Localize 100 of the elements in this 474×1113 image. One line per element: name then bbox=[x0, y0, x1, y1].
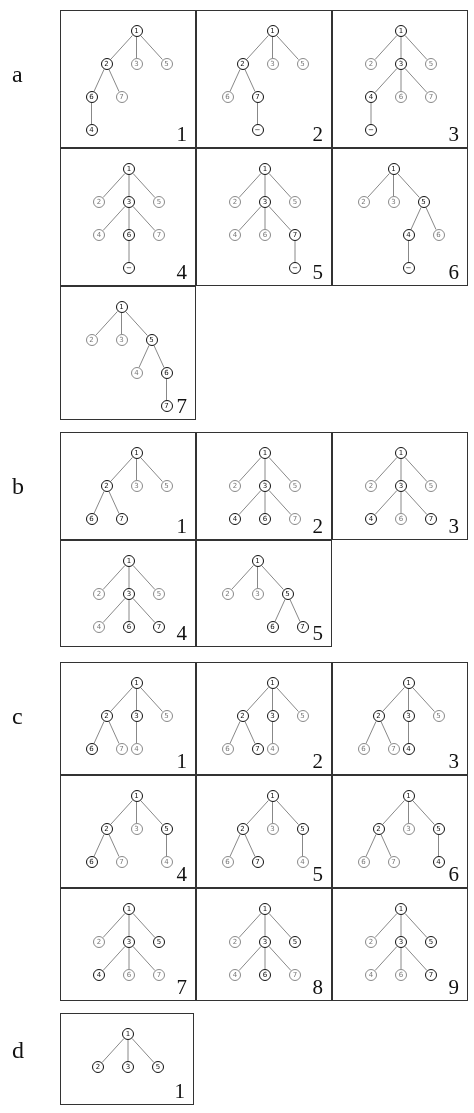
tree-edge bbox=[404, 68, 428, 93]
tree-edge bbox=[404, 913, 428, 938]
tree-edge bbox=[102, 206, 126, 231]
panel-number: 3 bbox=[448, 124, 459, 145]
tree-edge bbox=[365, 834, 377, 857]
tree-edge bbox=[132, 946, 156, 971]
tree-edge bbox=[102, 598, 126, 623]
tree-edge bbox=[136, 458, 137, 481]
tree-edge bbox=[404, 946, 428, 971]
tree-edge bbox=[110, 457, 133, 482]
tree-edge bbox=[140, 457, 163, 482]
tree-edge bbox=[397, 173, 420, 198]
tree-edge bbox=[101, 1038, 125, 1063]
tree-edge bbox=[238, 206, 262, 231]
tree-edge bbox=[128, 174, 130, 197]
tree-edge bbox=[93, 491, 105, 514]
panel-number: 2 bbox=[312, 516, 323, 537]
tree-edge bbox=[121, 312, 122, 335]
tree-edge bbox=[128, 914, 130, 937]
panel-number: 4 bbox=[176, 864, 187, 885]
tree-edge bbox=[238, 173, 262, 198]
tree-edge bbox=[166, 378, 167, 401]
tree-edge bbox=[268, 913, 292, 938]
tree-edge bbox=[110, 35, 133, 60]
tree-edge bbox=[93, 69, 105, 92]
panel-number: 7 bbox=[176, 977, 187, 998]
tree-edge bbox=[229, 721, 241, 744]
tree-edge bbox=[102, 173, 126, 198]
tree-edge bbox=[264, 914, 266, 937]
tree-edge bbox=[257, 102, 258, 125]
panel-number: 1 bbox=[174, 1081, 185, 1102]
tree-edge bbox=[108, 69, 120, 92]
tree-edge bbox=[231, 565, 254, 590]
tree-edge bbox=[374, 457, 398, 482]
tree-edge bbox=[264, 491, 266, 514]
tree-edge bbox=[128, 207, 130, 230]
tree-edge bbox=[404, 457, 428, 482]
section-label: d bbox=[12, 1038, 24, 1062]
tree-edge bbox=[91, 102, 92, 125]
tree-edge bbox=[268, 206, 292, 231]
tree-edge bbox=[108, 491, 120, 514]
tree-edge bbox=[380, 721, 392, 744]
tree-edge bbox=[268, 173, 292, 198]
tree-edge bbox=[382, 800, 405, 825]
tree-edge bbox=[276, 35, 299, 60]
tree-edge bbox=[410, 207, 422, 230]
tree-edge bbox=[110, 800, 133, 825]
panel-number: 1 bbox=[176, 516, 187, 537]
tree-edge bbox=[229, 834, 241, 857]
panel-number: 6 bbox=[448, 864, 459, 885]
tree-edge bbox=[264, 947, 266, 970]
section-label: c bbox=[12, 704, 23, 728]
panel-number: 9 bbox=[448, 977, 459, 998]
panel-number: 1 bbox=[176, 124, 187, 145]
tree-edge bbox=[370, 102, 372, 125]
tree-edge bbox=[244, 834, 256, 857]
tree-edge bbox=[374, 68, 398, 93]
tree-edge bbox=[272, 801, 273, 824]
tree-edge bbox=[102, 913, 126, 938]
tree-panel bbox=[60, 775, 196, 888]
panel-number: 4 bbox=[176, 623, 187, 644]
tree-panel bbox=[196, 10, 332, 148]
tree-edge bbox=[404, 35, 428, 60]
tree-panel bbox=[60, 540, 196, 647]
panel-number: 2 bbox=[312, 751, 323, 772]
tree-edge bbox=[110, 687, 133, 712]
tree-edge bbox=[125, 311, 148, 336]
tree-edge bbox=[238, 457, 262, 482]
tree-edge bbox=[294, 240, 296, 263]
tree-edge bbox=[166, 834, 167, 857]
tree-edge bbox=[302, 834, 303, 857]
tree-edge bbox=[128, 566, 130, 589]
panel-number: 5 bbox=[312, 262, 323, 283]
tree-edge bbox=[102, 946, 126, 971]
tree-edge bbox=[367, 173, 390, 198]
tree-edge bbox=[246, 687, 269, 712]
tree-edge bbox=[374, 35, 398, 60]
tree-edge bbox=[108, 721, 120, 744]
tree-edge bbox=[132, 913, 156, 938]
tree-panel bbox=[60, 432, 196, 540]
tree-edge bbox=[268, 457, 292, 482]
tree-edge bbox=[400, 491, 402, 514]
panel-number: 4 bbox=[176, 262, 187, 283]
tree-edge bbox=[131, 1038, 155, 1063]
tree-edge bbox=[264, 174, 266, 197]
tree-edge bbox=[276, 687, 299, 712]
tree-edge bbox=[289, 599, 301, 622]
tree-panel bbox=[60, 662, 196, 775]
tree-edge bbox=[272, 688, 273, 711]
tree-edge bbox=[272, 721, 273, 744]
tree-edge bbox=[244, 721, 256, 744]
tree-panel bbox=[196, 662, 332, 775]
tree-edge bbox=[102, 565, 126, 590]
tree-edge bbox=[400, 947, 402, 970]
tree-edge bbox=[365, 721, 377, 744]
tree-edge bbox=[132, 565, 156, 590]
panel-number: 5 bbox=[312, 623, 323, 644]
tree-panel bbox=[196, 775, 332, 888]
tree-edge bbox=[268, 946, 292, 971]
panel-number: 8 bbox=[312, 977, 323, 998]
